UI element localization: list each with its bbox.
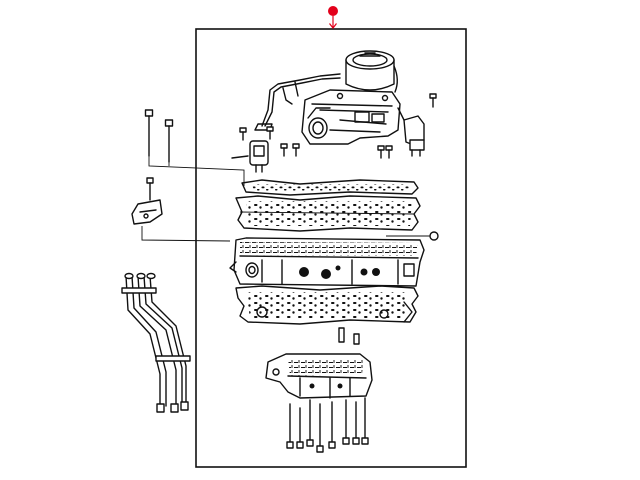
solenoid-module[interactable] bbox=[254, 50, 401, 145]
leader-lines bbox=[141, 156, 430, 242]
bracket[interactable] bbox=[131, 199, 163, 225]
valve-body-lower[interactable] bbox=[265, 353, 373, 399]
sensor-right[interactable] bbox=[397, 107, 425, 157]
long-bolts[interactable] bbox=[144, 109, 174, 201]
diagram-frame bbox=[195, 28, 467, 468]
valve-body-upper[interactable] bbox=[229, 237, 425, 287]
sensor-left[interactable] bbox=[231, 140, 269, 173]
separator-plate-lower[interactable] bbox=[235, 285, 419, 325]
location-pin-icon[interactable] bbox=[328, 6, 338, 29]
o-ring[interactable] bbox=[429, 231, 439, 241]
filter-tubes[interactable] bbox=[121, 272, 191, 413]
solenoid-bolts bbox=[239, 93, 437, 159]
separator-plate-upper[interactable] bbox=[241, 179, 419, 196]
dowel-pins bbox=[338, 327, 360, 345]
gasket-upper[interactable] bbox=[235, 195, 421, 232]
short-bolts[interactable] bbox=[286, 397, 369, 453]
